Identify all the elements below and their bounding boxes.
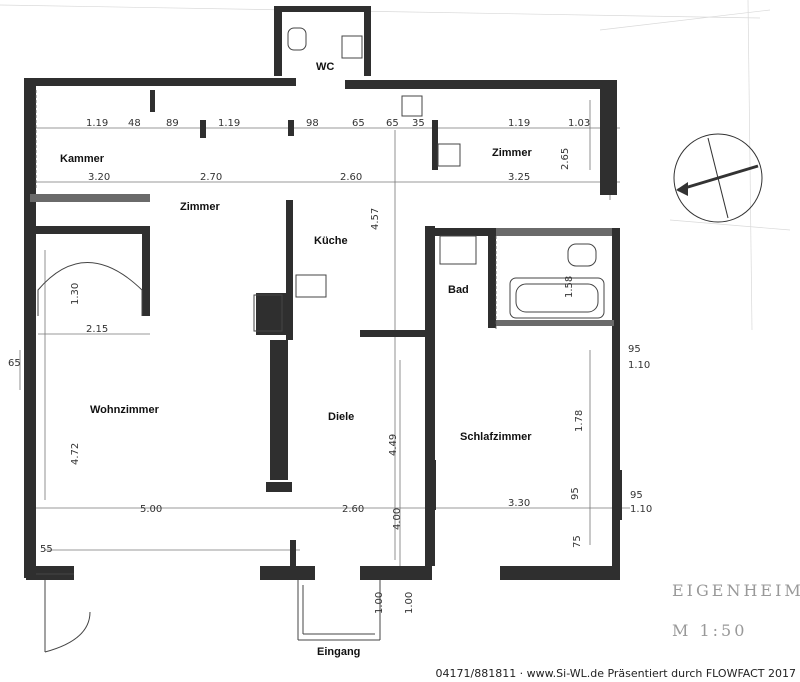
dim-label: 4.57: [370, 208, 381, 230]
entrance-porch: [297, 580, 381, 641]
dim-label: 1.00: [404, 592, 415, 614]
room-label-zimmer-top: Zimmer: [492, 147, 532, 159]
dim-label: 1.10: [630, 504, 652, 515]
room-label-wc: WC: [316, 61, 334, 73]
north-arrow-icon: [673, 133, 763, 223]
paper-grid: [0, 0, 791, 331]
dim-label: 3.20: [88, 172, 110, 183]
door-swing: [44, 580, 91, 653]
dim-label: 1.19: [86, 118, 108, 129]
dim-label: 35: [412, 118, 425, 129]
room-label-bad: Bad: [448, 284, 469, 296]
stamp-title: EIGENHEIM: [672, 581, 800, 600]
dim-label: 3.30: [508, 498, 530, 509]
dim-label: 2.70: [200, 172, 222, 183]
room-label-wohnzimmer: Wohnzimmer: [90, 404, 160, 416]
plan-stamp: EIGENHEIM M 1:50: [672, 581, 800, 640]
dim-label: 4.72: [70, 443, 81, 465]
archways: [37, 262, 143, 316]
footer-credit: 04171/881811 · www.Si-WL.de Präsentiert …: [436, 667, 797, 680]
room-label-diele: Diele: [328, 411, 354, 423]
dim-label: 95: [570, 487, 581, 500]
dim-label: 1.58: [564, 276, 575, 298]
dim-label: 1.00: [374, 592, 385, 614]
dim-label: 75: [572, 535, 583, 548]
dim-label: 98: [306, 118, 319, 129]
dim-label: 1.10: [628, 360, 650, 371]
room-label-schlafzimmer: Schlafzimmer: [460, 431, 532, 443]
dim-label: 1.19: [218, 118, 240, 129]
room-label-kammer: Kammer: [60, 153, 105, 165]
dim-label: 2.60: [342, 504, 364, 515]
dim-label: 2.65: [560, 148, 571, 170]
dim-label: 1.78: [574, 410, 585, 432]
fixtures: [36, 27, 605, 575]
dim-label: 65: [8, 358, 21, 369]
dim-label: 4.49: [388, 434, 399, 456]
dim-label: 95: [630, 490, 643, 501]
dimension-labels: 1.19 48 89 1.19 98 65 65 35 1.19 1.03 3.…: [8, 118, 652, 614]
dim-label: 4.00: [392, 508, 403, 530]
dim-label: 95: [628, 344, 641, 355]
dim-label: 1.19: [508, 118, 530, 129]
room-labels: WC Kammer Zimmer Zimmer Küche Bad Wohnzi…: [60, 61, 532, 658]
dimension-lines: [19, 100, 630, 570]
dim-label: 1.30: [70, 283, 81, 305]
dim-label: 55: [40, 544, 53, 555]
dim-label: 1.03: [568, 118, 590, 129]
walls: [24, 6, 622, 580]
dim-label: 65: [352, 118, 365, 129]
dim-label: 5.00: [140, 504, 162, 515]
room-label-eingang: Eingang: [317, 646, 360, 658]
dim-label: 2.15: [86, 324, 108, 335]
room-label-kueche: Küche: [314, 235, 348, 247]
dim-label: 2.60: [340, 172, 362, 183]
room-label-zimmer-mid: Zimmer: [180, 201, 220, 213]
wall-outlines: [35, 90, 497, 330]
dim-label: 48: [128, 118, 141, 129]
stamp-scale: M 1:50: [672, 621, 747, 640]
dim-label: 89: [166, 118, 179, 129]
dim-label: 65: [386, 118, 399, 129]
dim-label: 3.25: [508, 172, 530, 183]
